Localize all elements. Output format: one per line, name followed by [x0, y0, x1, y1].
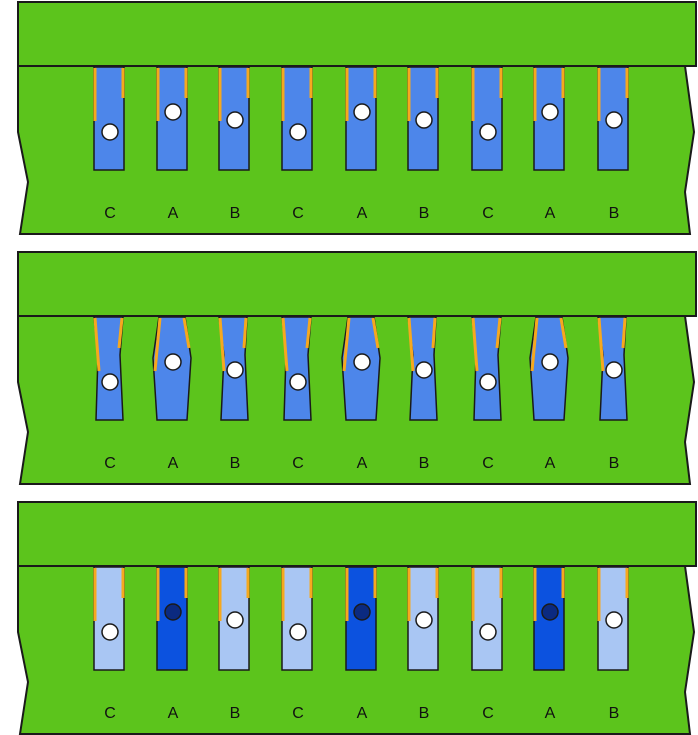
liner-left — [471, 317, 479, 372]
phase-label: B — [230, 205, 241, 222]
pin-circle — [353, 103, 371, 121]
slot-c — [281, 66, 313, 171]
phase-label: C — [482, 205, 494, 222]
pin-circle — [226, 111, 244, 129]
pin-circle — [101, 373, 119, 391]
liner-right — [431, 317, 437, 349]
pin-circle — [605, 611, 623, 629]
liner-left — [281, 317, 289, 372]
liner-left — [342, 317, 351, 372]
phase-label: C — [292, 705, 304, 722]
slot-c — [281, 566, 313, 671]
pin-circle — [541, 603, 559, 621]
phase-label: C — [104, 205, 116, 222]
pin-circle — [164, 353, 182, 371]
phase-label: A — [545, 705, 556, 722]
phase-label: B — [230, 705, 241, 722]
slot-c — [93, 66, 125, 171]
pin-circle — [353, 603, 371, 621]
phase-label: B — [609, 205, 620, 222]
top-bar — [17, 501, 697, 567]
pin-circle — [101, 623, 119, 641]
pin-circle — [479, 623, 497, 641]
liner-right — [371, 317, 380, 349]
phase-label: A — [168, 205, 179, 222]
top-bar — [17, 251, 697, 317]
phase-label: C — [104, 705, 116, 722]
pin-circle — [479, 123, 497, 141]
phase-label: C — [482, 705, 494, 722]
pin-circle — [541, 103, 559, 121]
slot-c — [471, 566, 503, 671]
liner-right — [242, 317, 248, 349]
phase-label: C — [292, 455, 304, 472]
pin-circle — [226, 611, 244, 629]
liner-left — [597, 317, 605, 372]
phase-label: B — [609, 455, 620, 472]
phase-label: C — [104, 455, 116, 472]
phase-label: A — [168, 705, 179, 722]
liner-right — [495, 317, 502, 349]
phase-label: A — [357, 705, 368, 722]
phase-label: C — [292, 205, 304, 222]
pin-circle — [164, 103, 182, 121]
pin-circle — [479, 373, 497, 391]
liner-right — [305, 317, 312, 349]
slot-c — [471, 66, 503, 171]
liner-left — [218, 317, 226, 372]
liner-left — [407, 317, 415, 372]
liner-right — [182, 317, 191, 349]
pin-circle — [605, 111, 623, 129]
pin-circle — [415, 111, 433, 129]
phase-label: B — [419, 705, 430, 722]
liner-left — [93, 317, 101, 372]
phase-label: A — [168, 455, 179, 472]
pin-circle — [353, 353, 371, 371]
phase-label: B — [419, 455, 430, 472]
pin-circle — [226, 361, 244, 379]
pin-circle — [605, 361, 623, 379]
liner-right — [117, 317, 124, 349]
phase-label: B — [419, 205, 430, 222]
slot-c — [93, 566, 125, 671]
liner-left — [153, 317, 162, 372]
pin-circle — [415, 611, 433, 629]
phase-label: C — [482, 455, 494, 472]
pin-circle — [289, 373, 307, 391]
phase-label: A — [357, 455, 368, 472]
phase-label: A — [545, 455, 556, 472]
pin-circle — [541, 353, 559, 371]
pin-circle — [415, 361, 433, 379]
phase-label: A — [545, 205, 556, 222]
liner-right — [559, 317, 568, 349]
top-bar — [17, 1, 697, 67]
pin-circle — [164, 603, 182, 621]
phase-label: A — [357, 205, 368, 222]
liner-right — [621, 317, 627, 349]
liner-left — [530, 317, 539, 372]
phase-label: B — [230, 455, 241, 472]
pin-circle — [289, 123, 307, 141]
pin-circle — [289, 623, 307, 641]
pin-circle — [101, 123, 119, 141]
phase-label: B — [609, 705, 620, 722]
